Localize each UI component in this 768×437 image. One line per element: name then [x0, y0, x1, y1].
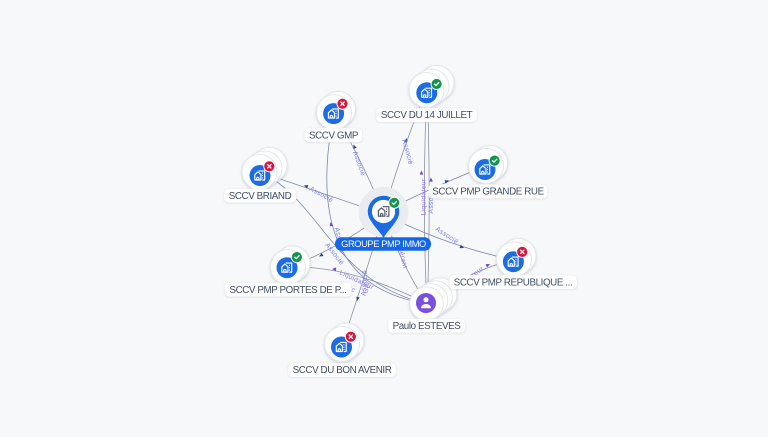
svg-text:SCCV GMP: SCCV GMP	[309, 130, 359, 141]
svg-text:Liquidateur: Liquidateur	[420, 178, 427, 215]
svg-text:Associé: Associé	[428, 188, 435, 214]
svg-text:SCCV PMP PORTES DE P...: SCCV PMP PORTES DE P...	[229, 285, 346, 296]
svg-text:SCCV DU BON AVENIR: SCCV DU BON AVENIR	[293, 365, 392, 376]
svg-text:SCCV PMP GRANDE RUE: SCCV PMP GRANDE RUE	[432, 187, 544, 198]
svg-text:SCCV DU 14 JUILLET: SCCV DU 14 JUILLET	[381, 110, 473, 121]
svg-text:SCCV BRIAND: SCCV BRIAND	[229, 191, 292, 202]
svg-text:SCCV PMP REPUBLIQUE ...: SCCV PMP REPUBLIQUE ...	[454, 277, 573, 288]
svg-text:GROUPE PMP IMMO: GROUPE PMP IMMO	[341, 239, 426, 249]
svg-text:Paulo ESTEVES: Paulo ESTEVES	[393, 321, 462, 332]
svg-text:Gér: Gér	[362, 280, 373, 294]
svg-text:Associé: Associé	[361, 270, 370, 296]
